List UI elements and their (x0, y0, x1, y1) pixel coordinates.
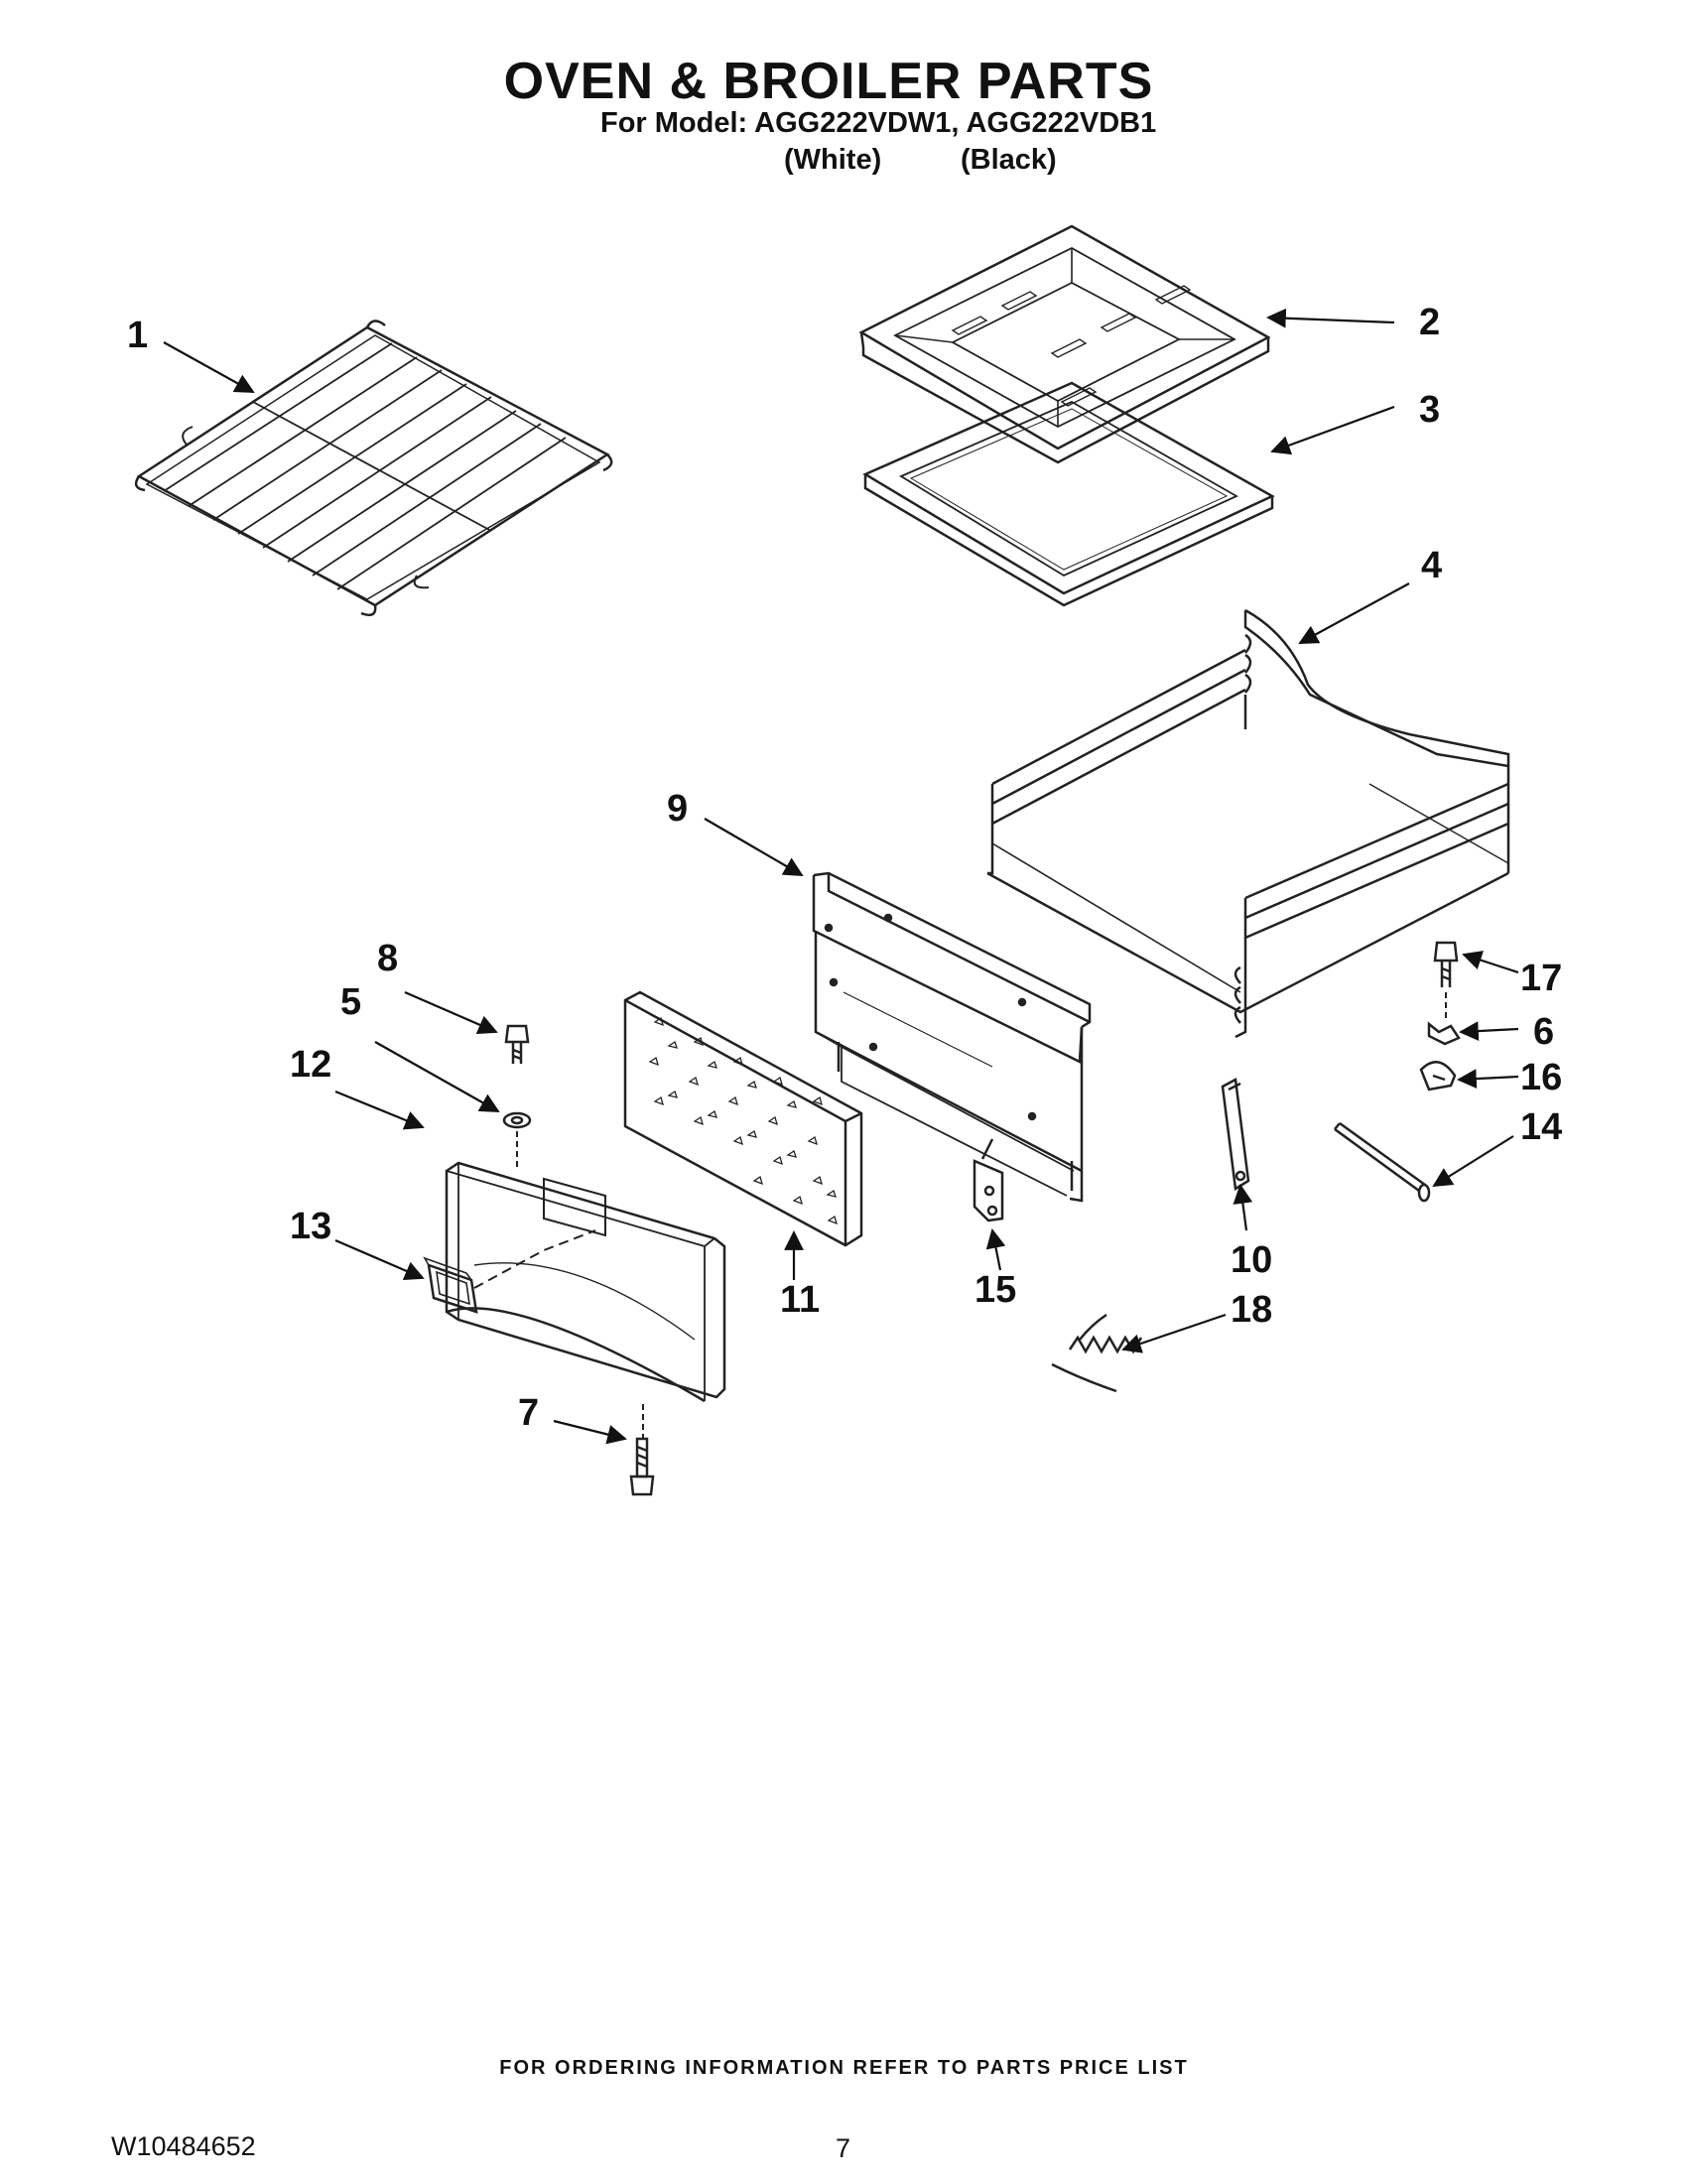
drawer-bracket (973, 1138, 1004, 1222)
drawer-screw-top (504, 1024, 530, 1064)
callout-11: 11 (780, 1279, 820, 1321)
broiler-pan-insert (862, 381, 1275, 607)
callout-5: 5 (340, 981, 361, 1023)
leader-arrows (163, 308, 1519, 1445)
washer (502, 1111, 532, 1129)
callout-2: 2 (1419, 302, 1440, 343)
color-white-label: (White) (784, 144, 882, 176)
callout-17: 17 (1520, 958, 1562, 999)
callout-4: 4 (1421, 545, 1442, 586)
callout-18: 18 (1231, 1289, 1272, 1331)
callout-9: 9 (667, 788, 688, 830)
document-number: W10484652 (111, 2131, 256, 2161)
drawer-inner-panel (812, 871, 1092, 1203)
callout-3: 3 (1419, 389, 1440, 431)
drawer-screw-bottom (629, 1437, 655, 1496)
callout-14: 14 (1520, 1106, 1562, 1148)
callout-13: 13 (290, 1206, 331, 1247)
callout-labels: 1 2 3 4 5 6 7 8 9 10 11 12 13 14 15 16 1… (127, 302, 1562, 1434)
callout-1: 1 (127, 315, 148, 356)
drawer-glide-rod (1334, 1121, 1431, 1203)
callout-15: 15 (974, 1269, 1016, 1311)
callout-10: 10 (1231, 1239, 1272, 1281)
clip (1427, 1021, 1461, 1046)
handle-leader (473, 1229, 596, 1289)
ordering-note: FOR ORDERING INFORMATION REFER TO PARTS … (499, 2057, 1189, 2079)
page-number: 7 (836, 2133, 851, 2163)
drawer-clip (1419, 1061, 1457, 1092)
callout-6: 6 (1533, 1011, 1554, 1053)
page-title: OVEN & BROILER PARTS (503, 53, 1154, 110)
oven-rack (134, 320, 613, 616)
broiler-drawer-frame (986, 608, 1510, 1039)
callout-12: 12 (290, 1044, 331, 1086)
callout-8: 8 (377, 938, 398, 979)
drawer-slide-arm (1221, 1078, 1250, 1192)
callout-7: 7 (518, 1392, 539, 1434)
drawer-handle (423, 1256, 478, 1314)
callout-16: 16 (1520, 1057, 1562, 1098)
frame-screw (1433, 941, 1459, 987)
drawer-insulation (623, 990, 863, 1247)
color-black-label: (Black) (961, 144, 1057, 176)
drawer-front-panel (445, 1161, 726, 1403)
model-numbers: For Model: AGG222VDW1, AGG222VDB1 (600, 107, 1157, 139)
drawer-spring (1051, 1313, 1143, 1393)
broiler-pan (858, 224, 1271, 464)
